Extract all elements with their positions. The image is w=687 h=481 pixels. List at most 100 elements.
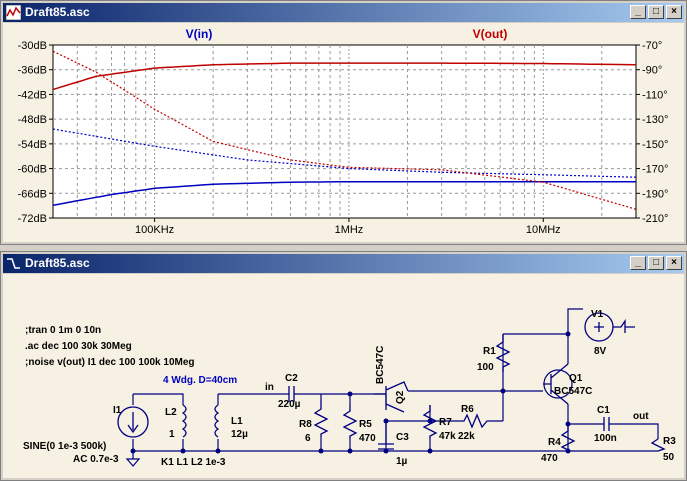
minimize-button[interactable]: _ [630, 5, 646, 19]
y-right-tick-label: -110° [642, 89, 668, 101]
y-left-tick-label: -42dB [18, 89, 47, 101]
y-right-tick-label: -70° [642, 40, 662, 52]
R6-label: R6 [461, 404, 474, 415]
L1-value: 12µ [231, 429, 248, 440]
series-line-0[interactable] [52, 181, 636, 206]
C2-label: C2 [285, 373, 298, 384]
waveform-plot[interactable]: -30dB-36dB-42dB-48dB-54dB-60dB-66dB-72dB… [3, 23, 686, 244]
transformer-annotation[interactable]: 4 Wdg. D=40cm [163, 375, 237, 386]
R8-label: R8 [299, 419, 312, 430]
plot-area[interactable] [52, 44, 637, 219]
R5-label: R5 [359, 419, 372, 430]
schematic-icon [7, 258, 20, 269]
y-left-tick-label: -60dB [18, 164, 47, 176]
Q1-label: Q1 [569, 373, 583, 384]
schematic-canvas[interactable]: ;tran 0 1m 0 10n .ac dec 100 30k 30Meg ;… [3, 274, 684, 478]
R4-value: 470 [541, 453, 558, 464]
L2-value: 1 [169, 429, 175, 440]
y-right-tick-label: -190° [642, 188, 668, 200]
capacitor-C1[interactable]: C1 100n [594, 405, 617, 444]
y-right-tick-label: -130° [642, 114, 668, 126]
R3-value: 50 [663, 452, 675, 463]
noise-directive[interactable]: ;noise v(out) I1 dec 100 100k 10Meg [25, 357, 195, 368]
plot-window-title: Draft85.asc [25, 5, 90, 19]
close-button[interactable]: × [666, 5, 682, 19]
schematic-drawing[interactable]: ;tran 0 1m 0 10n .ac dec 100 30k 30Meg ;… [3, 274, 686, 478]
plot-pane[interactable]: -30dB-36dB-42dB-48dB-54dB-60dB-66dB-72dB… [3, 23, 684, 242]
Q2-model: BC547C [375, 346, 386, 384]
Q1-model: BC547C [554, 386, 592, 397]
transistor-Q1[interactable]: Q1 BC547C [543, 363, 592, 405]
plot-window-titlebar[interactable]: Draft85.asc _ □ × [3, 3, 684, 22]
C1-value: 100n [594, 433, 617, 444]
resistor-R6[interactable]: R6 22k [458, 404, 490, 442]
inductor-L2[interactable]: L2 1 [165, 404, 187, 440]
x-tick-label: 10MHz [526, 224, 561, 236]
R1-label: R1 [483, 346, 496, 357]
C3-label: C3 [396, 432, 409, 443]
resistor-R3[interactable]: R3 50 [650, 436, 676, 463]
inductor-L1[interactable]: L1 12µ [214, 404, 248, 440]
schematic-window: Draft85.asc _ □ × ;tran 0 1m 0 10n .ac d… [0, 251, 687, 481]
net-out-label[interactable]: out [633, 411, 649, 422]
V1-value: 8V [594, 346, 607, 357]
capacitor-C2[interactable]: C2 220µ [278, 373, 303, 410]
maximize-button[interactable]: □ [648, 256, 664, 270]
coupling-statement[interactable]: K1 L1 L2 1e-3 [161, 457, 226, 468]
x-tick-label: 100KHz [135, 224, 174, 236]
C1-label: C1 [597, 405, 610, 416]
transistor-Q2[interactable]: BC547C Q2 [374, 346, 409, 413]
legend-vout[interactable]: V(out) [473, 27, 508, 41]
resistor-R4[interactable]: R4 470 [541, 424, 576, 464]
current-source-I1[interactable]: I1 SINE(0 1e-3 500k) AC 0.7e-3 [23, 405, 149, 465]
capacitor-C3[interactable]: C3 1µ [378, 421, 409, 467]
x-tick-label: 1MHz [335, 224, 364, 236]
y-right-tick-label: -90° [642, 65, 662, 77]
C3-value: 1µ [396, 456, 408, 467]
L2-label: L2 [165, 407, 177, 418]
minimize-button[interactable]: _ [630, 256, 646, 270]
y-right-tick-label: -150° [642, 139, 668, 151]
junctions [130, 331, 571, 454]
plot-series [52, 50, 637, 210]
V1-label: V1 [591, 309, 604, 320]
legend-vin[interactable]: V(in) [186, 27, 213, 41]
C2-value: 220µ [278, 399, 301, 410]
y-left-tick-label: -72dB [18, 213, 47, 225]
y-right-tick-label: -170° [642, 164, 668, 176]
series-line-1[interactable] [52, 62, 637, 91]
plot-ticks: -30dB-36dB-42dB-48dB-54dB-60dB-66dB-72dB… [18, 40, 669, 236]
tran-directive[interactable]: ;tran 0 1m 0 10n [25, 325, 101, 336]
maximize-button[interactable]: □ [648, 5, 664, 19]
I1-value: SINE(0 1e-3 500k) [23, 441, 106, 452]
series-line-2[interactable] [52, 128, 637, 178]
R7-value: 47k [439, 431, 456, 442]
R7-label: R7 [439, 417, 452, 428]
y-left-tick-label: -48dB [18, 114, 47, 126]
I1-label: I1 [113, 405, 122, 416]
y-left-tick-label: -36dB [18, 65, 47, 77]
ac-directive[interactable]: .ac dec 100 30k 30Meg [25, 341, 132, 352]
R5-value: 470 [359, 433, 376, 444]
y-right-tick-label: -210° [642, 213, 668, 225]
close-button[interactable]: × [666, 256, 682, 270]
resistor-R1[interactable]: R1 100 [477, 334, 511, 373]
R1-value: 100 [477, 362, 494, 373]
schematic-window-title: Draft85.asc [25, 256, 90, 270]
resistor-R8[interactable]: R8 6 [299, 400, 329, 444]
net-in-label[interactable]: in [265, 382, 274, 393]
schematic-window-titlebar[interactable]: Draft85.asc _ □ × [3, 254, 684, 273]
resistor-R5[interactable]: R5 470 [342, 405, 376, 444]
R4-label: R4 [548, 437, 561, 448]
y-left-tick-label: -54dB [18, 139, 47, 151]
I1-ac: AC 0.7e-3 [73, 454, 119, 465]
R3-label: R3 [663, 436, 676, 447]
waveform-icon [6, 5, 21, 20]
L1-label: L1 [231, 416, 243, 427]
voltage-source-V1[interactable]: V1 8V [584, 309, 635, 357]
plot-grid [53, 45, 636, 218]
y-left-tick-label: -30dB [18, 40, 47, 52]
R6-value: 22k [458, 431, 475, 442]
resistor-R7[interactable]: R7 47k [422, 405, 456, 442]
R8-value: 6 [305, 433, 311, 444]
